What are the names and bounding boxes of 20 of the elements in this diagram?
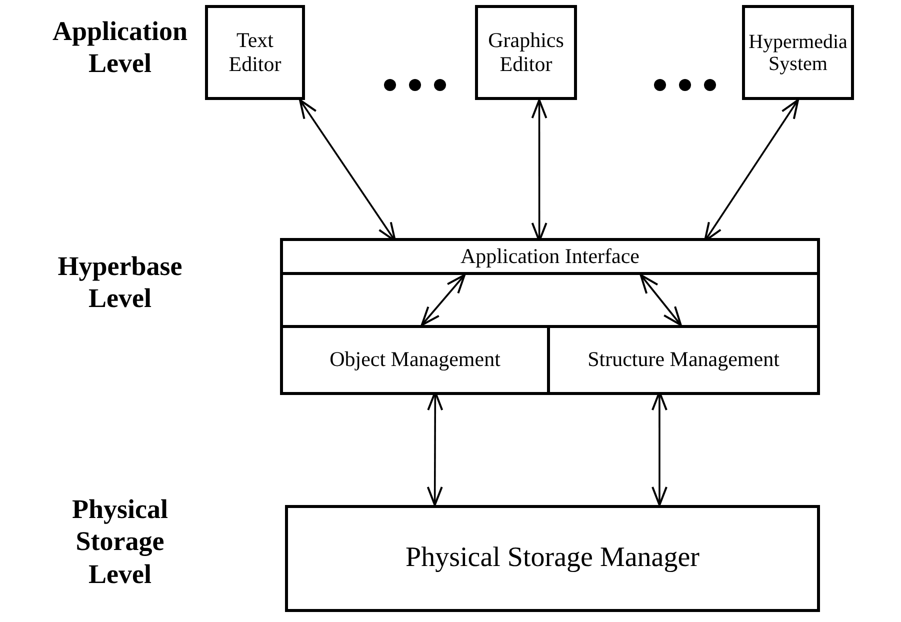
interface-band [283,241,817,275]
node-text: Text Editor [228,29,282,76]
process-box [205,5,305,100]
node-text: Application Interface [460,244,640,268]
double-arrow [640,274,682,326]
node-text: Object Management [330,348,500,372]
node-text: Hypermedia System [748,30,848,74]
level-label: Physical Storage Level [70,493,169,590]
module-cell [550,325,817,392]
level-label: Hyperbase Level [56,250,184,315]
node-text: Physical Storage Manager [406,543,700,574]
process-box [475,5,577,100]
level-label: Application Level [51,15,189,80]
double-arrow [420,274,466,326]
module-cell [283,325,550,392]
layer-box [280,238,820,395]
node-text: Structure Management [588,348,780,372]
process-box [742,5,854,100]
process-box [285,505,820,612]
node-text: Graphics Editor [487,29,565,76]
